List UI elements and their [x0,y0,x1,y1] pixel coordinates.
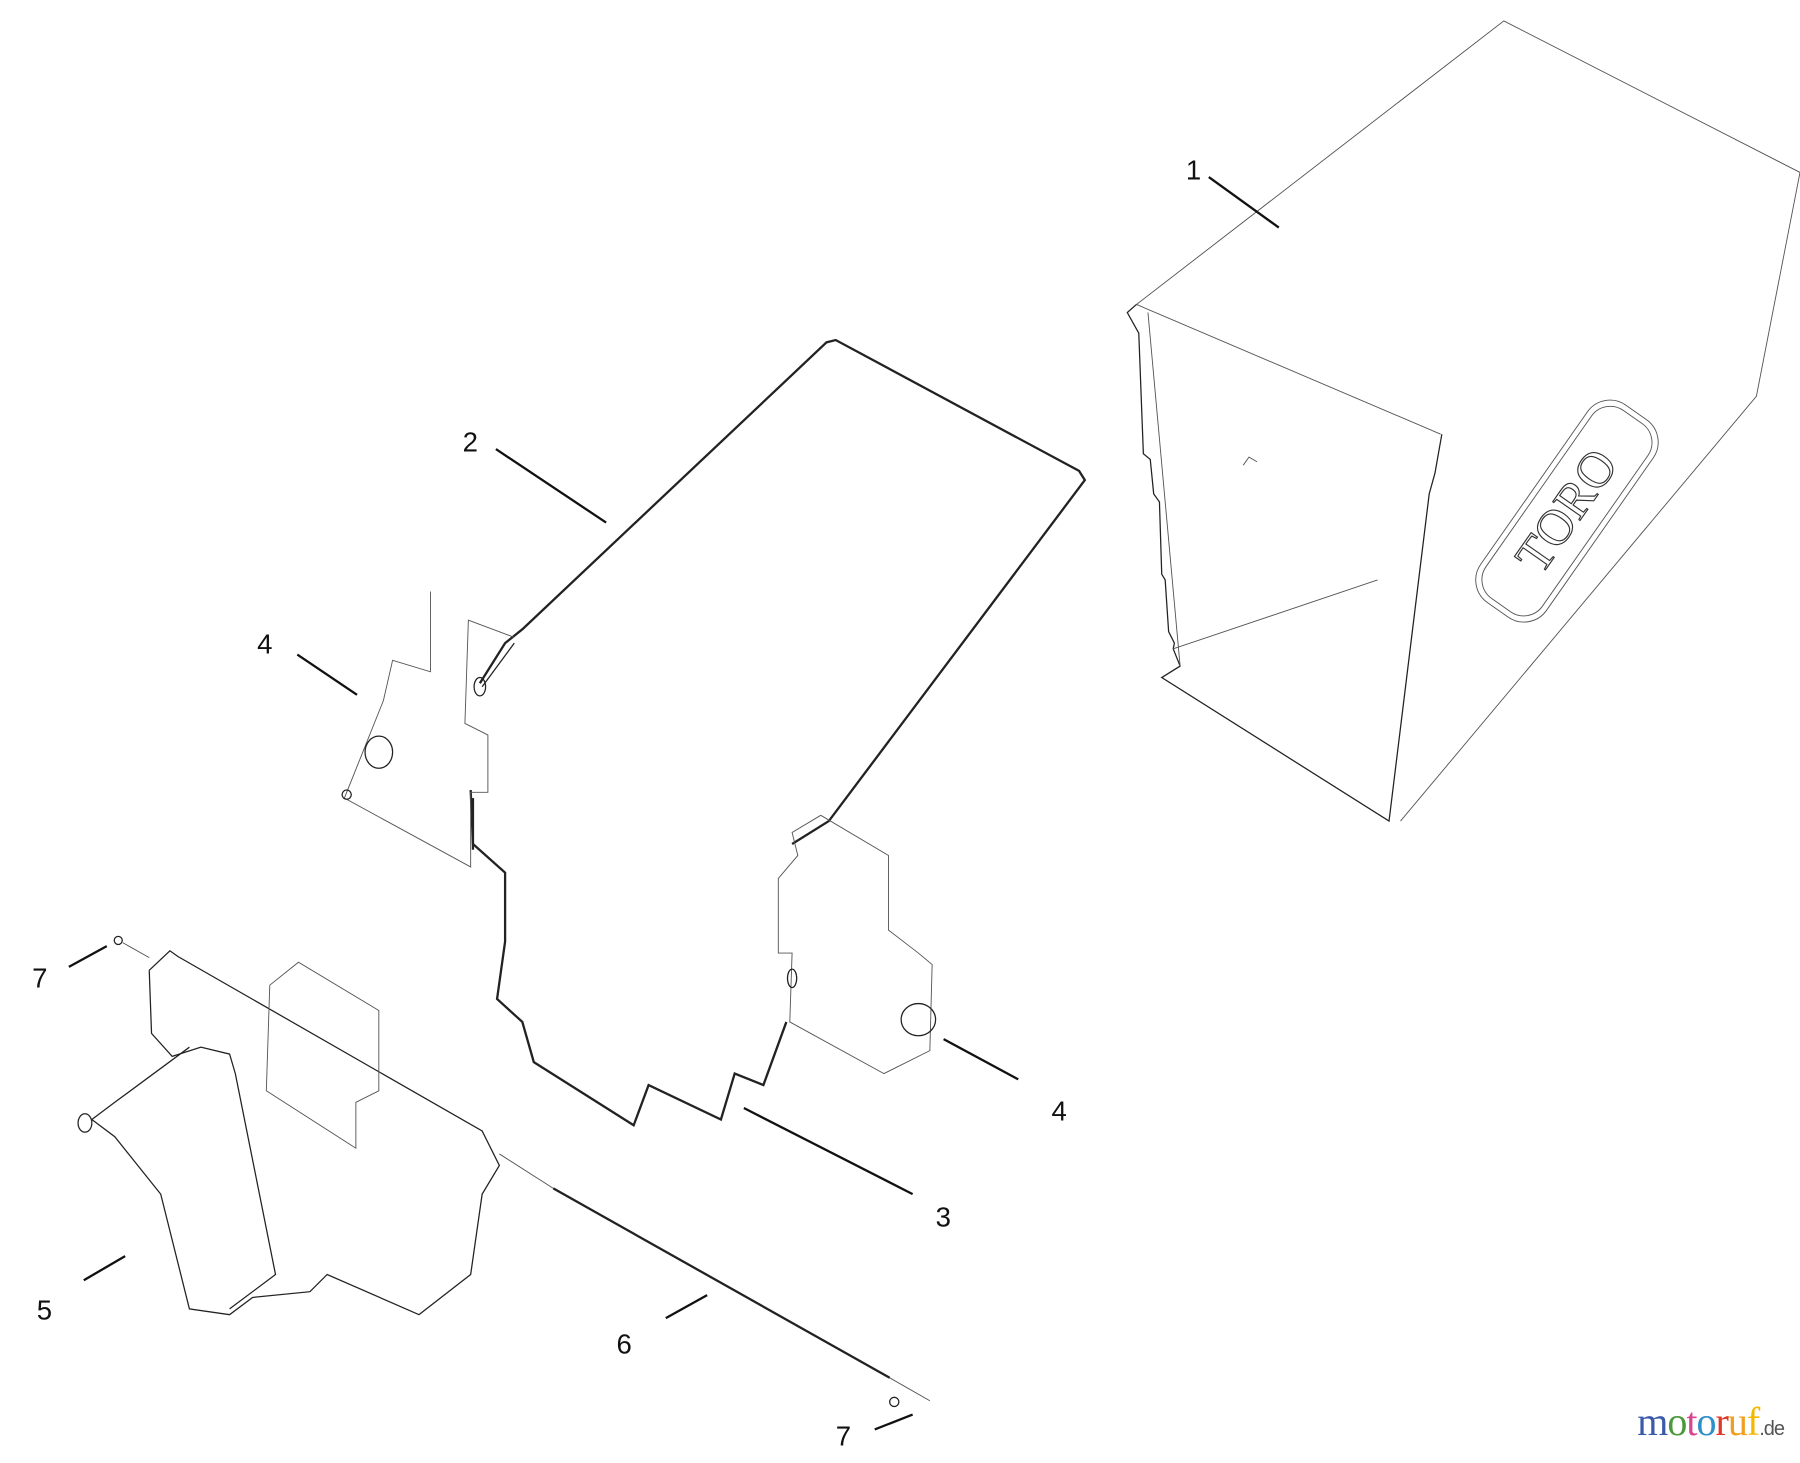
nut-part-7-top [113,935,123,946]
watermark-suffix: .de [1759,1418,1785,1440]
spring-bracket-part-4-right [777,814,937,1075]
toro-logo: TORO [1475,399,1659,623]
watermark-letter: f [1746,1399,1760,1444]
nut-part-7-bottom [889,1396,900,1408]
callout-7-bottom: 7 [836,1421,851,1452]
callout-7-top: 7 [32,962,47,993]
leader-line-3 [743,1107,914,1196]
leader-line-5 [83,1255,126,1282]
watermark-letter: u [1727,1399,1748,1444]
watermark-letter: r [1715,1399,1729,1444]
leader-line-4a [296,653,358,696]
callout-5: 5 [37,1294,52,1325]
watermark-letter: o [1667,1399,1687,1444]
grass-bag-part-1: TORO [1126,20,1800,823]
watermark-letter: o [1696,1399,1717,1444]
callout-4-right: 4 [1052,1096,1067,1127]
leader-line-7b [874,1413,914,1431]
lower-frame-part-3 [469,789,788,1127]
leader-line-2 [495,448,607,524]
leader-line-4b [943,1038,1019,1081]
rod-part-6 [499,1153,931,1402]
spring-bracket-part-4-left [341,591,515,868]
motoruf-watermark: motoruf.de [1637,1398,1785,1445]
watermark-letter: m [1637,1399,1668,1444]
callout-6: 6 [616,1329,631,1360]
leader-line-7a [68,945,108,968]
bag-frame-part-2 [478,338,1087,845]
watermark-letter: t [1686,1399,1697,1444]
callout-4-left: 4 [257,628,272,659]
leader-line-6 [665,1294,708,1320]
leader-line-1 [1208,176,1280,229]
callout-2: 2 [463,426,478,457]
rear-door-part-5 [77,949,501,1316]
callout-1: 1 [1186,154,1201,185]
callout-3: 3 [936,1201,951,1232]
